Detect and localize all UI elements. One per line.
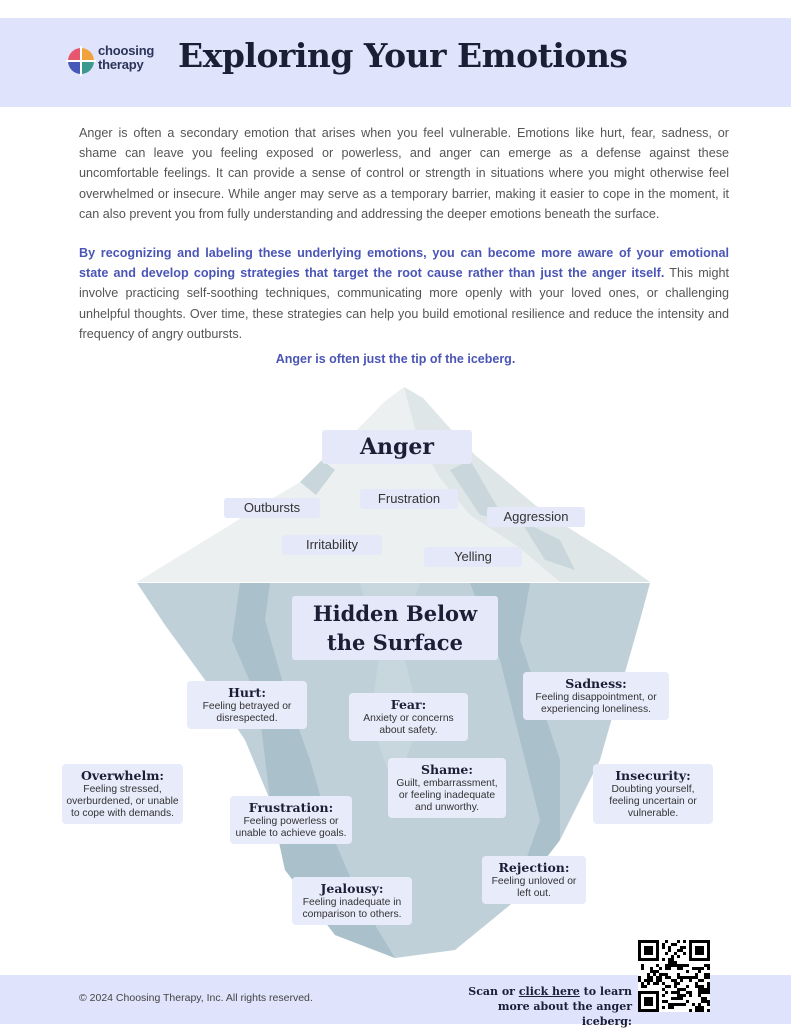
intro-paragraph-1: Anger is often a secondary emotion that … (79, 126, 729, 221)
emotion-fear: Fear: Anxiety or concerns about safety. (349, 693, 468, 741)
chip-irritability: Irritability (282, 535, 382, 555)
emotion-jealousy: Jealousy: Feeling inadequate in comparis… (292, 877, 412, 925)
anger-title: Anger (322, 430, 472, 464)
emotion-frustration: Frustration: Feeling powerless or unable… (230, 796, 352, 844)
scan-text: Scan or click here to learn more about t… (468, 985, 632, 1028)
emotion-insecurity: Insecurity: Doubting yourself, feeling u… (593, 764, 713, 824)
page-title: Exploring Your Emotions (178, 36, 628, 75)
emotion-overwhelm: Overwhelm: Feeling stressed, overburdene… (62, 764, 183, 824)
chip-aggression: Aggression (487, 507, 585, 527)
header-band (0, 18, 791, 107)
chip-outbursts: Outbursts (224, 498, 320, 518)
emotion-hurt: Hurt: Feeling betrayed or disrespected. (187, 681, 307, 729)
choosing-therapy-logo-icon (66, 46, 96, 76)
intro-highlight: By recognizing and labeling these underl… (79, 246, 729, 281)
tagline: Anger is often just the tip of the icebe… (275, 352, 516, 366)
logo-text: choosing therapy (98, 43, 155, 72)
intro-paragraph-2: By recognizing and labeling these underl… (79, 243, 729, 344)
click-here-link[interactable]: click here (518, 985, 580, 998)
intro-paragraph-2-rest: This might involve practicing self-sooth… (79, 266, 729, 341)
copyright-text: © 2024 Choosing Therapy, Inc. All rights… (79, 992, 313, 1004)
hidden-below-title: Hidden Below the Surface (292, 596, 498, 660)
qr-code-icon[interactable] (638, 940, 710, 1012)
emotion-sadness: Sadness: Feeling disappointment, or expe… (523, 672, 669, 720)
chip-yelling: Yelling (424, 547, 522, 567)
emotion-shame: Shame: Guilt, embarrassment, or feeling … (388, 758, 506, 818)
emotion-rejection: Rejection: Feeling unloved or left out. (482, 856, 586, 904)
iceberg-illustration (137, 387, 650, 958)
chip-frustration: Frustration (360, 489, 458, 509)
